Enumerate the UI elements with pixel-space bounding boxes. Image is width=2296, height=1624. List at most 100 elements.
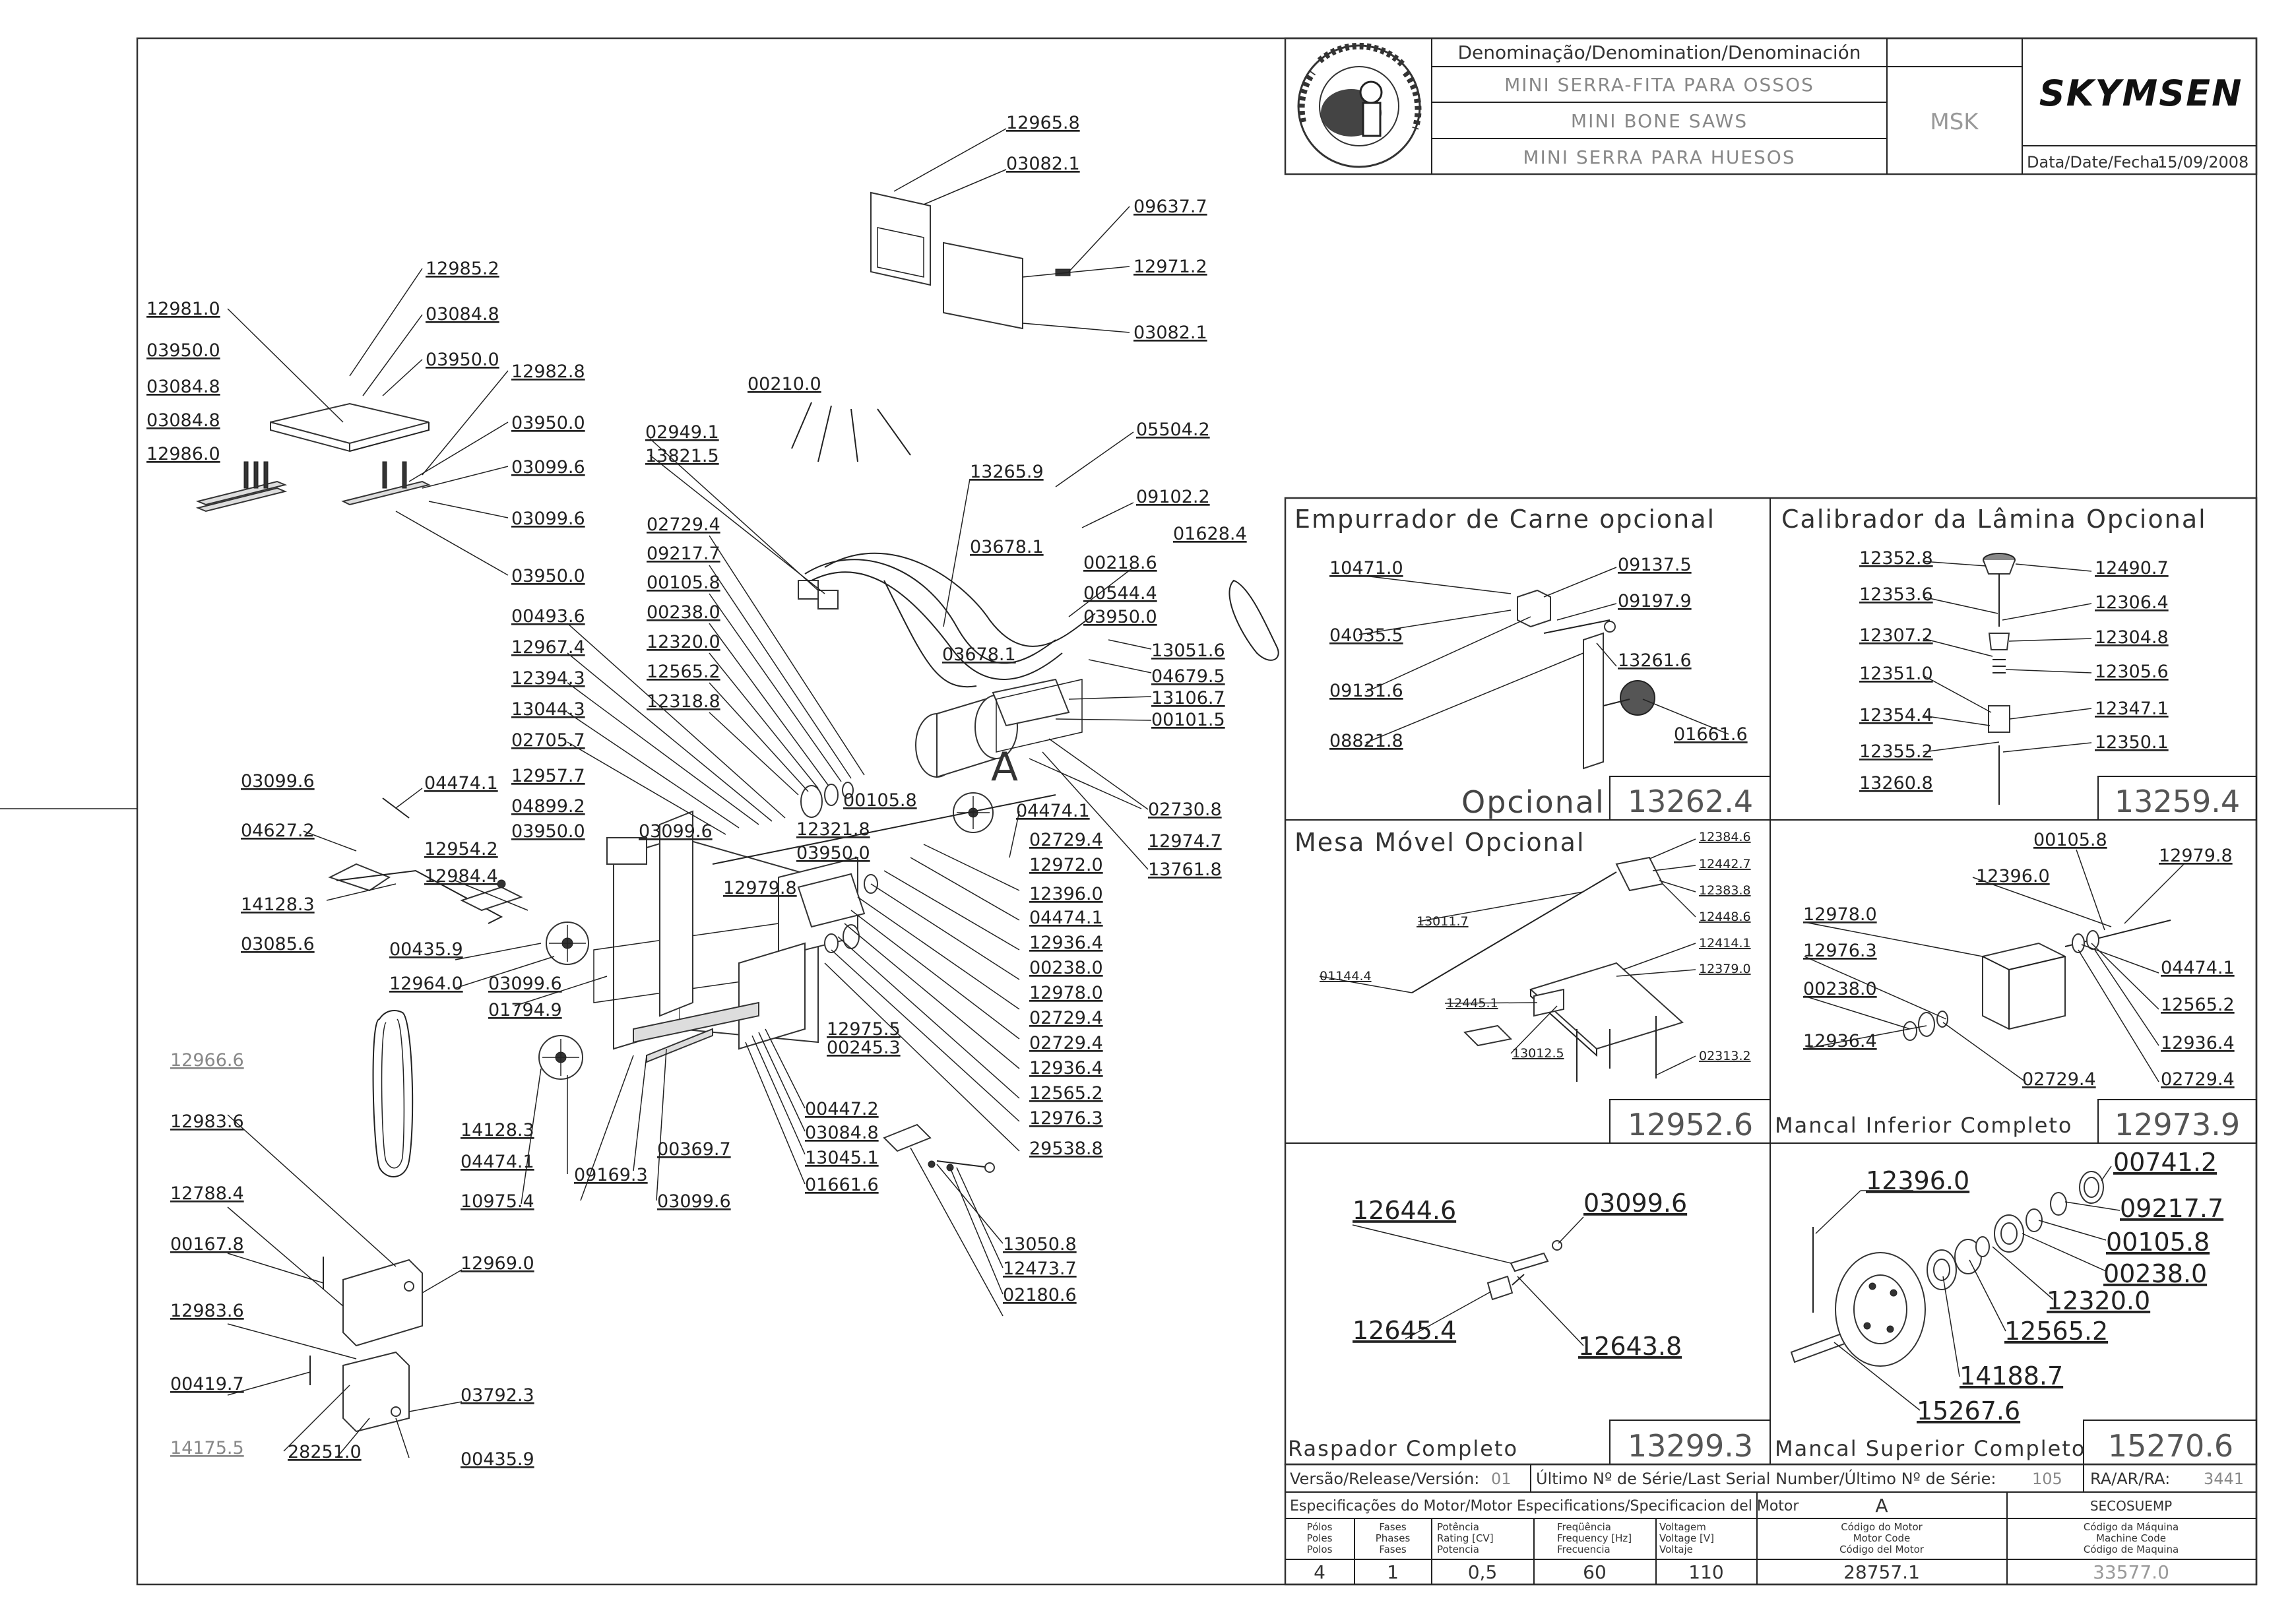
part-label: 03084.8 <box>146 377 220 397</box>
part-label: 01661.6 <box>1674 724 1748 745</box>
brand-logo: SKYMSEN <box>2039 73 2243 114</box>
part-label: 09102.2 <box>1136 487 1210 507</box>
part-label: 12984.4 <box>424 866 498 887</box>
lower-wheel <box>538 1035 583 1080</box>
part-label: 29538.8 <box>1029 1139 1103 1159</box>
motor-code-value: 28757.1 <box>1843 1561 1920 1583</box>
part-label: 12307.2 <box>1859 625 1933 646</box>
part-label: 12965.8 <box>1006 113 1080 133</box>
version-value: 01 <box>1491 1470 1512 1488</box>
part-label: 03950.0 <box>146 340 220 361</box>
part-label: 04474.1 <box>2161 958 2235 978</box>
lower-fasteners <box>646 1028 995 1173</box>
part-label: 12396.0 <box>1029 884 1103 904</box>
right-wheel <box>953 792 994 833</box>
part-label: 12318.8 <box>647 691 720 712</box>
svg-text:Fases: Fases <box>1379 1544 1406 1555</box>
part-label: 03950.0 <box>796 843 870 863</box>
scraper-drawing <box>1486 1240 1562 1301</box>
part-label: 12982.8 <box>511 361 585 382</box>
part-label: 12379.0 <box>1699 962 1751 976</box>
part-label: 03082.1 <box>1006 154 1080 174</box>
part-label: 12985.2 <box>426 259 499 279</box>
voltage-value: 110 <box>1688 1561 1723 1583</box>
part-label: 03950.0 <box>1083 607 1157 627</box>
version-label: Versão/Release/Versión: <box>1290 1470 1479 1488</box>
part-label: 00741.2 <box>2113 1148 2217 1177</box>
meat-pusher-drawing <box>1517 589 1655 770</box>
box-title-mancal-superior: Mancal Superior Completo <box>1775 1436 2086 1461</box>
part-label: 12936.4 <box>2161 1033 2235 1053</box>
part-label: 04035.5 <box>1329 625 1403 646</box>
spec-column-headers: Pólos Poles Polos Fases Phases Fases Pot… <box>1307 1521 2179 1555</box>
part-label: 13011.7 <box>1417 914 1469 929</box>
electrical-boxes <box>309 1257 423 1433</box>
serial-label: Último Nº de Série/Last Serial Number/Úl… <box>1536 1468 1996 1488</box>
ra-value: 3441 <box>2204 1470 2244 1488</box>
svg-text:Potencia: Potencia <box>1437 1544 1479 1555</box>
saw-blade-loop <box>372 579 1279 1177</box>
part-label: 13012.5 <box>1512 1046 1564 1061</box>
part-label: 03084.8 <box>426 304 499 325</box>
part-label: 12981.0 <box>146 299 220 319</box>
part-label: 12354.4 <box>1859 705 1933 726</box>
part-label: 00493.6 <box>511 606 585 627</box>
part-label: 00105.8 <box>2106 1228 2210 1257</box>
box-title-mancal-inferior: Mancal Inferior Completo <box>1775 1113 2073 1138</box>
part-label: 01144.4 <box>1320 969 1372 984</box>
svg-text:Freqüência: Freqüência <box>1557 1521 1611 1533</box>
part-label: 12396.0 <box>1866 1166 1969 1195</box>
footer-table <box>1284 1463 2258 1586</box>
part-label: 12306.4 <box>2095 592 2169 613</box>
part-label: 03099.6 <box>657 1191 731 1212</box>
part-label: 13265.9 <box>970 462 1044 482</box>
svg-text:Pólos: Pólos <box>1307 1521 1333 1533</box>
part-label: 09169.3 <box>574 1165 648 1185</box>
part-label: 04627.2 <box>241 821 315 841</box>
meat-pusher-leaders <box>1358 567 1729 743</box>
code-calibrador: 13259.4 <box>2115 784 2240 819</box>
part-label: 03082.1 <box>1133 323 1207 343</box>
part-label: 00238.0 <box>2103 1259 2207 1288</box>
upper-wheel <box>546 921 589 965</box>
part-label: 00544.4 <box>1083 583 1157 604</box>
part-label: 03099.6 <box>511 509 585 529</box>
svg-text:Fases: Fases <box>1379 1521 1406 1533</box>
svg-text:Potência: Potência <box>1437 1521 1479 1533</box>
motor-letter: A <box>1875 1495 1888 1516</box>
part-label: 12936.4 <box>1029 933 1103 953</box>
part-label: 09197.9 <box>1618 591 1692 611</box>
table-assembly <box>195 402 431 513</box>
part-label: 12414.1 <box>1699 936 1751 951</box>
part-label: 10471.0 <box>1329 558 1403 578</box>
part-label: 03950.0 <box>511 413 585 433</box>
part-label: 04679.5 <box>1151 666 1225 687</box>
part-label: 12979.8 <box>723 878 797 898</box>
upper-bearing-drawing <box>1790 1171 2104 1367</box>
part-label: 12565.2 <box>2161 995 2235 1015</box>
part-label: 05504.2 <box>1136 420 1210 440</box>
part-label: 13761.8 <box>1148 859 1222 880</box>
part-label: 00245.3 <box>827 1038 901 1058</box>
part-label: 01794.9 <box>488 1000 562 1020</box>
part-label: 12565.2 <box>647 662 720 682</box>
part-label: 12976.3 <box>1803 941 1877 961</box>
code-empurrador: 13262.4 <box>1628 784 1753 819</box>
part-label: 02313.2 <box>1699 1049 1751 1063</box>
blade-gauge-leaders <box>1923 561 2092 753</box>
part-label: 12983.6 <box>170 1301 244 1321</box>
part-label: 28251.0 <box>288 1442 362 1462</box>
part-label: 12350.1 <box>2095 732 2169 753</box>
part-label: 00238.0 <box>1029 958 1103 978</box>
machine-code-name: SECOSUEMP <box>2090 1498 2172 1514</box>
top-cover-assembly <box>870 191 1071 330</box>
part-label: 12645.4 <box>1353 1316 1456 1345</box>
part-label: 09637.7 <box>1133 197 1207 217</box>
phases-value: 1 <box>1387 1561 1399 1583</box>
part-label: 12565.2 <box>2004 1317 2108 1346</box>
part-label: 03099.6 <box>639 821 713 842</box>
part-label: 03084.8 <box>805 1123 879 1143</box>
part-label: 03085.6 <box>241 934 315 954</box>
part-label: 12321.8 <box>796 819 870 840</box>
